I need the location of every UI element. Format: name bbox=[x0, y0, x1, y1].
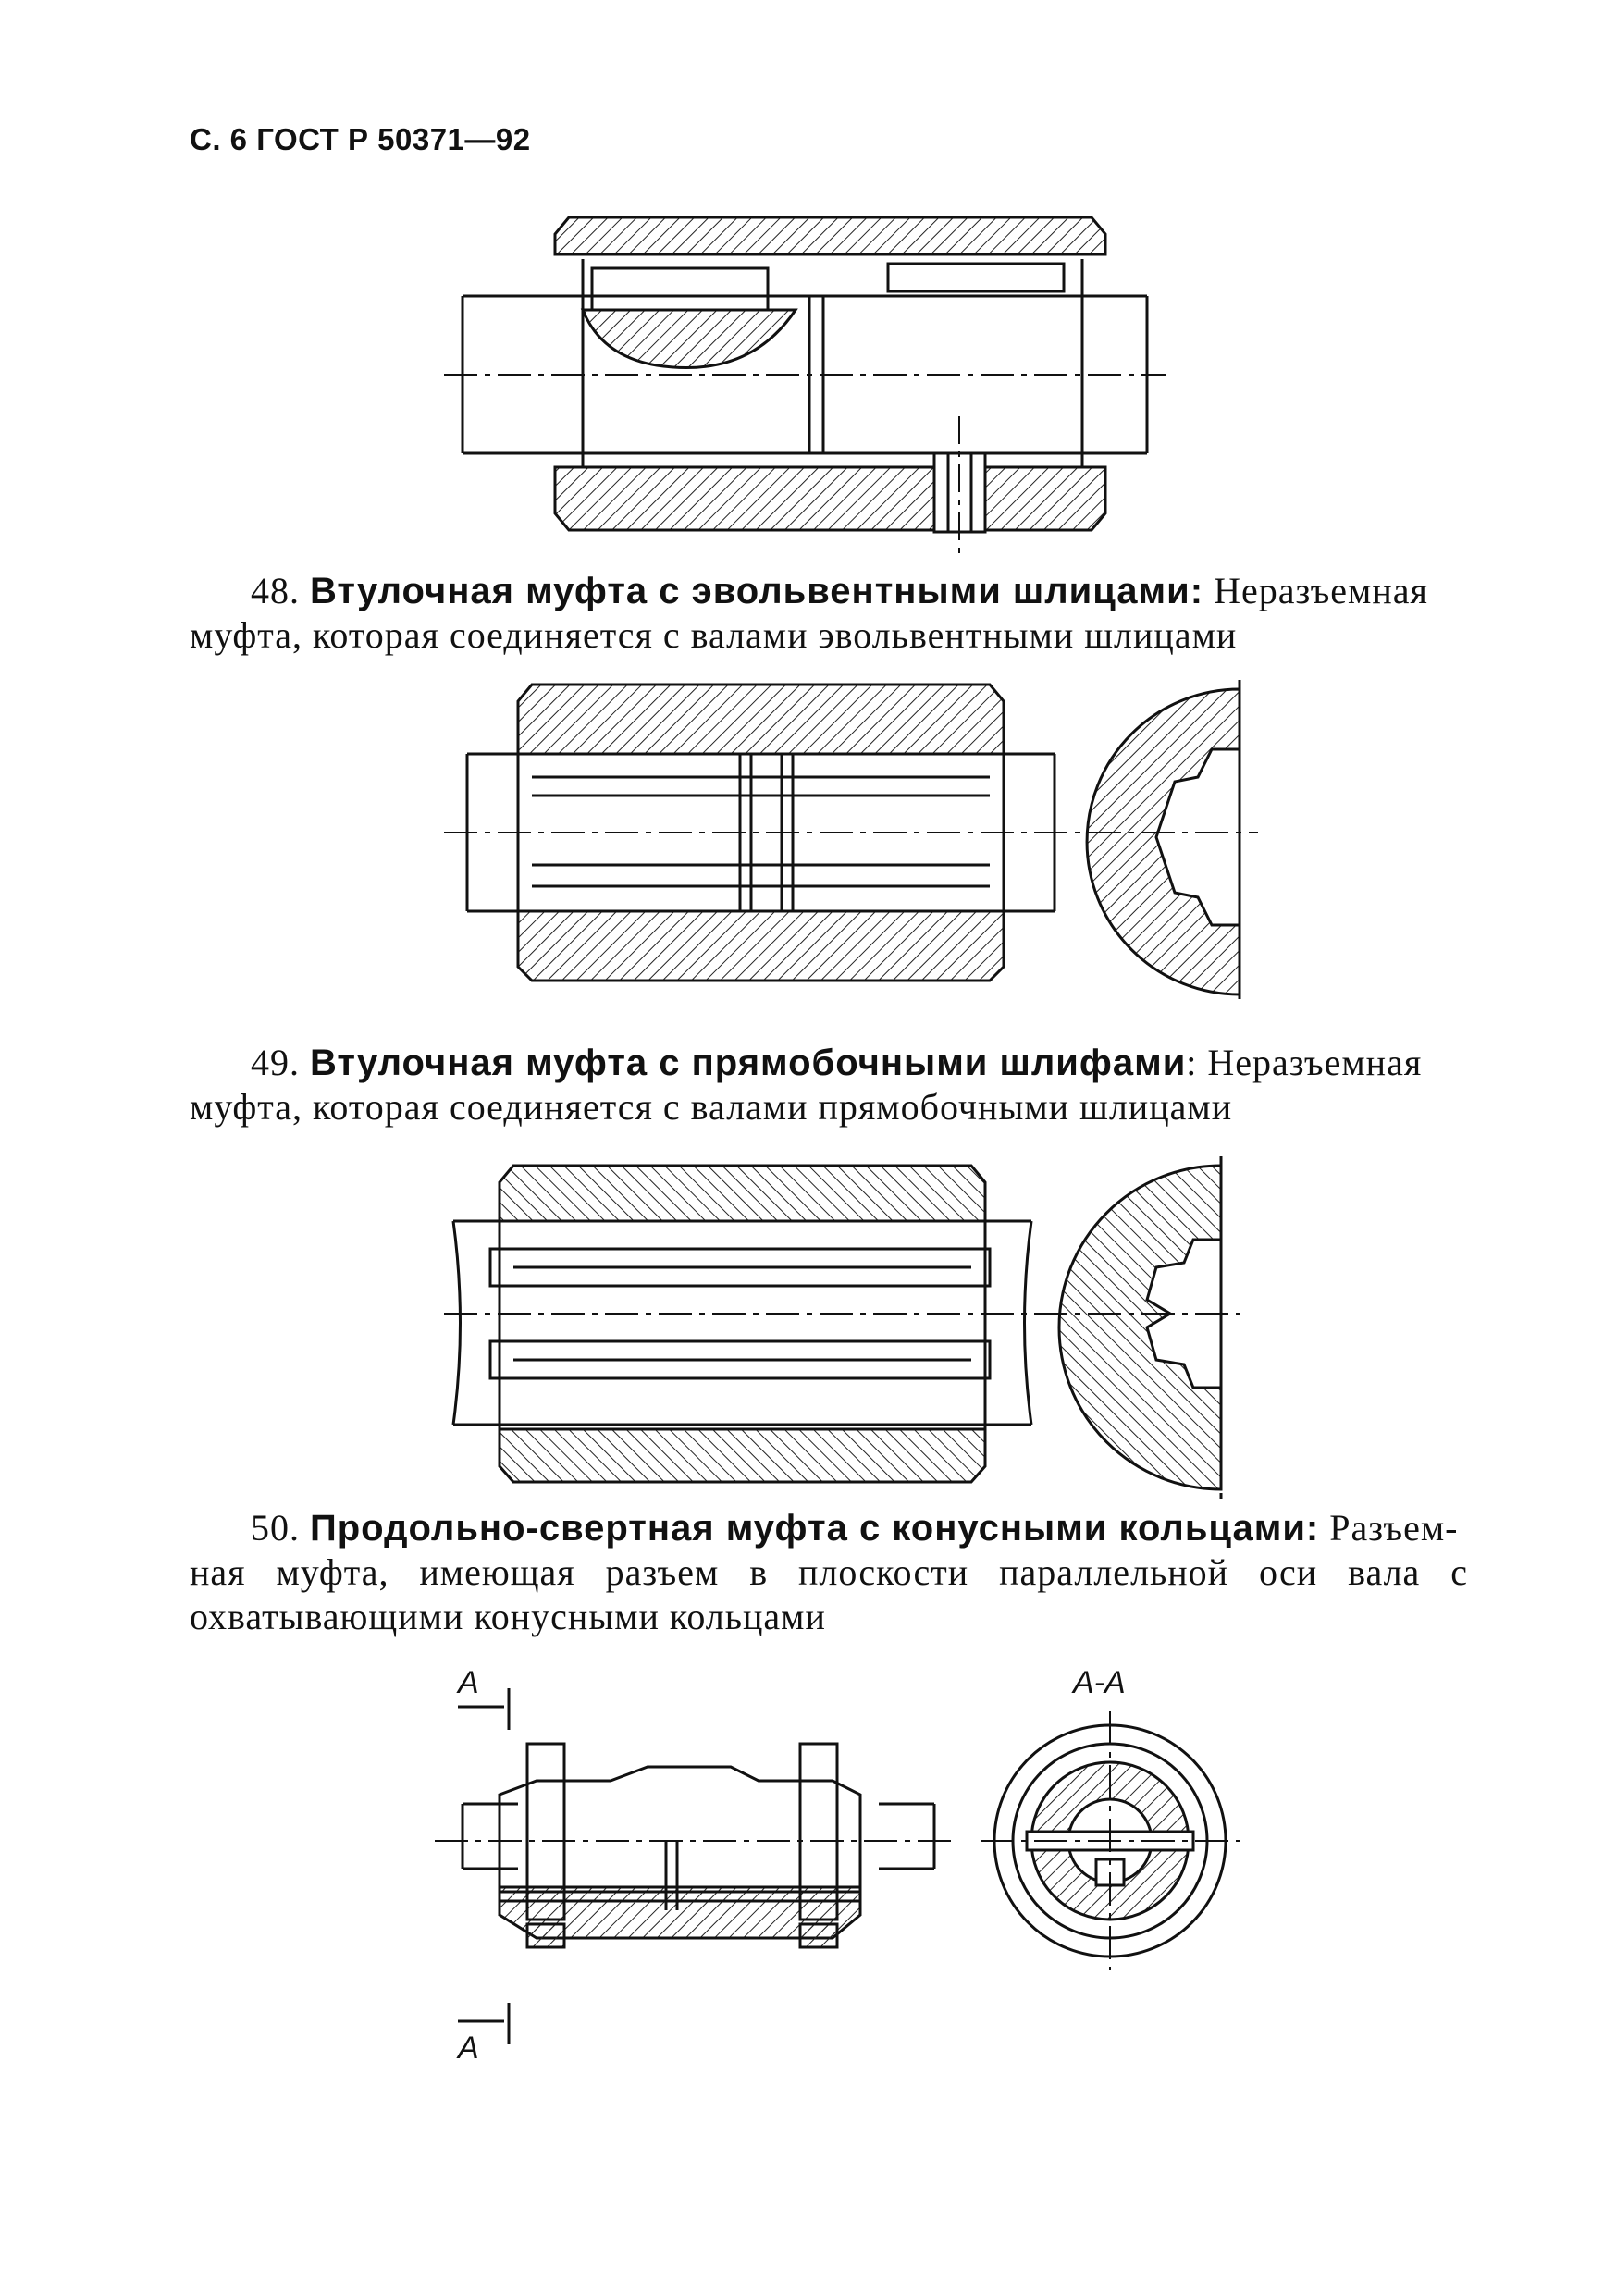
section-title: А-А bbox=[1071, 1665, 1126, 1700]
figure-sleeve-coupling-keys bbox=[444, 208, 1166, 560]
coupling-drawing-4: А А А-А bbox=[435, 1665, 1240, 2063]
figure-straight-spline-coupling bbox=[444, 1147, 1240, 1499]
item-term: Втулочная муфта с прямобочными шлифами bbox=[310, 1043, 1187, 1083]
figure-split-conical-ring-coupling: А А А-А bbox=[435, 1656, 1267, 2063]
item-definition-start: Неразъемная bbox=[1214, 570, 1428, 611]
item-term: Втулочная муфта с эвольвентными шлицами: bbox=[310, 571, 1204, 611]
section-mark-top: А bbox=[456, 1665, 479, 1700]
page-header: С. 6 ГОСТ Р 50371—92 bbox=[190, 122, 531, 156]
coupling-drawing-1 bbox=[444, 216, 1166, 555]
item-definition-rest: муфта, которая соединяется с валами прям… bbox=[190, 1086, 1233, 1128]
definition-item-49: 49. Втулочная муфта с прямобочными шлифа… bbox=[190, 1041, 1468, 1129]
item-number: 49. bbox=[251, 1042, 300, 1083]
figure-involute-spline-coupling bbox=[444, 666, 1258, 999]
item-term-suffix: : bbox=[1186, 1042, 1198, 1083]
item-definition-rest: муфта, которая соединяется с валами эвол… bbox=[190, 614, 1238, 656]
item-definition-start: Неразъемная bbox=[1207, 1042, 1423, 1083]
definition-item-50: 50. Продольно-свертная муфта с конусными… bbox=[190, 1506, 1468, 1639]
item-term: Продольно-свертная муфта с конусными кол… bbox=[310, 1508, 1320, 1549]
coupling-drawing-3 bbox=[444, 1156, 1240, 1499]
section-mark-bottom: А bbox=[456, 2031, 479, 2063]
item-number: 50. bbox=[251, 1507, 300, 1549]
item-definition-start: Разъем- bbox=[1329, 1507, 1459, 1549]
item-definition-rest: ная муфта, имеющая разъем в плоскости па… bbox=[190, 1551, 1468, 1637]
coupling-drawing-2 bbox=[444, 680, 1258, 999]
item-number: 48. bbox=[251, 570, 300, 611]
definition-item-48: 48. Втулочная муфта с эвольвентными шлиц… bbox=[190, 569, 1468, 658]
